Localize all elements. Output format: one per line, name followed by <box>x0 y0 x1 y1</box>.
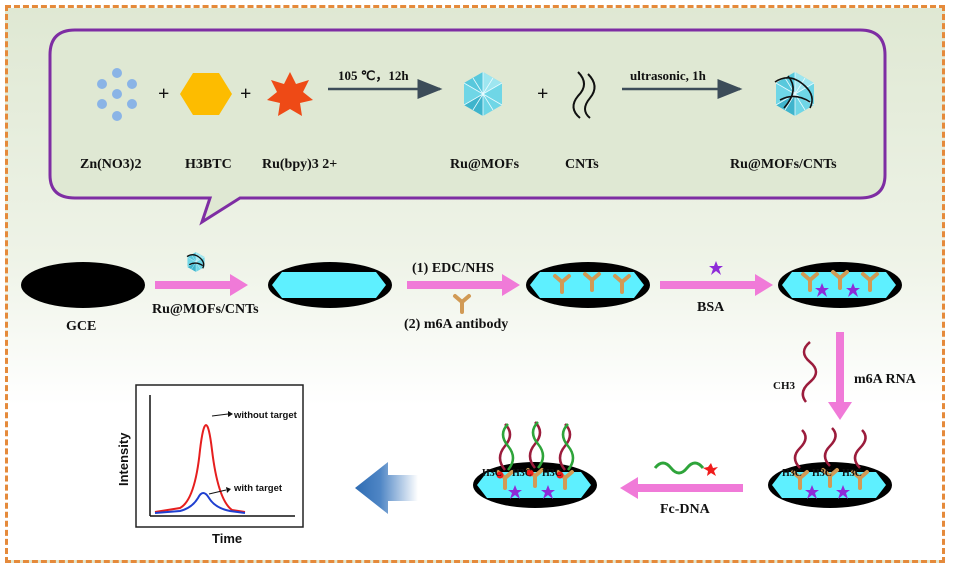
step-arrow-5 <box>620 477 743 499</box>
methyl-label: H3C <box>542 468 562 479</box>
modified-electrode-4 <box>768 427 892 508</box>
step-1-label: Ru@MOFs/CNTs <box>152 302 259 317</box>
modified-electrode-1 <box>268 262 392 308</box>
plus-sign: + <box>537 83 548 105</box>
condition-2-label: ultrasonic, 1h <box>630 68 707 83</box>
label-ru-mof-cnt: Ru@MOFs/CNTs <box>730 157 837 172</box>
label-h3btc: H3BTC <box>185 157 232 172</box>
cnt-icon <box>572 71 596 119</box>
ru-mof-cnt-icon <box>774 71 815 117</box>
fc-dna-icon <box>653 461 718 476</box>
label-cnts: CNTs <box>565 157 599 172</box>
label-zinc-nitrate: Zn(NO3)2 <box>80 157 141 172</box>
bsa-star-icon <box>709 261 723 275</box>
methyl-label: CH3 <box>773 380 796 392</box>
ecl-plot: without target with target Intensity Tim… <box>116 384 304 546</box>
ru-complex-star-icon <box>267 72 313 116</box>
curve-without-target <box>154 424 246 513</box>
curve-1-label: without target <box>233 410 298 421</box>
modified-electrode-3 <box>778 262 902 308</box>
curve-2-label: with target <box>233 483 283 494</box>
speech-bubble <box>48 28 887 226</box>
step-arrow-1 <box>155 274 248 296</box>
step-arrow-3 <box>660 274 773 296</box>
x-axis-label: Time <box>212 531 242 546</box>
step-arrow-2 <box>407 274 520 296</box>
methyl-label: H3C <box>782 468 802 479</box>
zinc-nitrate-icon <box>97 68 137 121</box>
plus-sign: + <box>240 83 251 105</box>
label-ru-complex: Ru(bpy)3 2+ <box>262 157 337 172</box>
methyl-label: H3C <box>812 468 832 479</box>
label-ru-mof: Ru@MOFs <box>450 157 520 172</box>
step-2b-label: (2) m6A antibody <box>404 317 508 332</box>
methyl-label: H3C <box>842 468 862 479</box>
step-arrow-4 <box>828 332 852 420</box>
gce-electrode <box>21 262 145 308</box>
y-axis-label: Intensity <box>116 432 131 486</box>
modified-electrode-5 <box>473 421 597 508</box>
gce-label: GCE <box>66 319 96 334</box>
step-3-label: BSA <box>697 300 725 315</box>
modified-electrode-2 <box>526 262 650 308</box>
result-arrow <box>355 462 418 514</box>
step-4-label: m6A RNA <box>854 372 917 387</box>
curve-with-target <box>154 492 246 514</box>
step-2a-label: (1) EDC/NHS <box>412 261 494 276</box>
methyl-label: H3C <box>482 468 502 479</box>
step-5-label: Fc-DNA <box>660 502 711 517</box>
rna-icon <box>801 341 818 403</box>
antibody-icon <box>453 294 471 314</box>
plus-sign: + <box>158 83 169 105</box>
h3btc-hexagon-icon <box>180 73 232 115</box>
ru-mof-cnt-small-icon <box>186 251 205 273</box>
condition-1-label: 105 ℃，12h <box>338 68 409 83</box>
methyl-label: H3C <box>512 468 532 479</box>
